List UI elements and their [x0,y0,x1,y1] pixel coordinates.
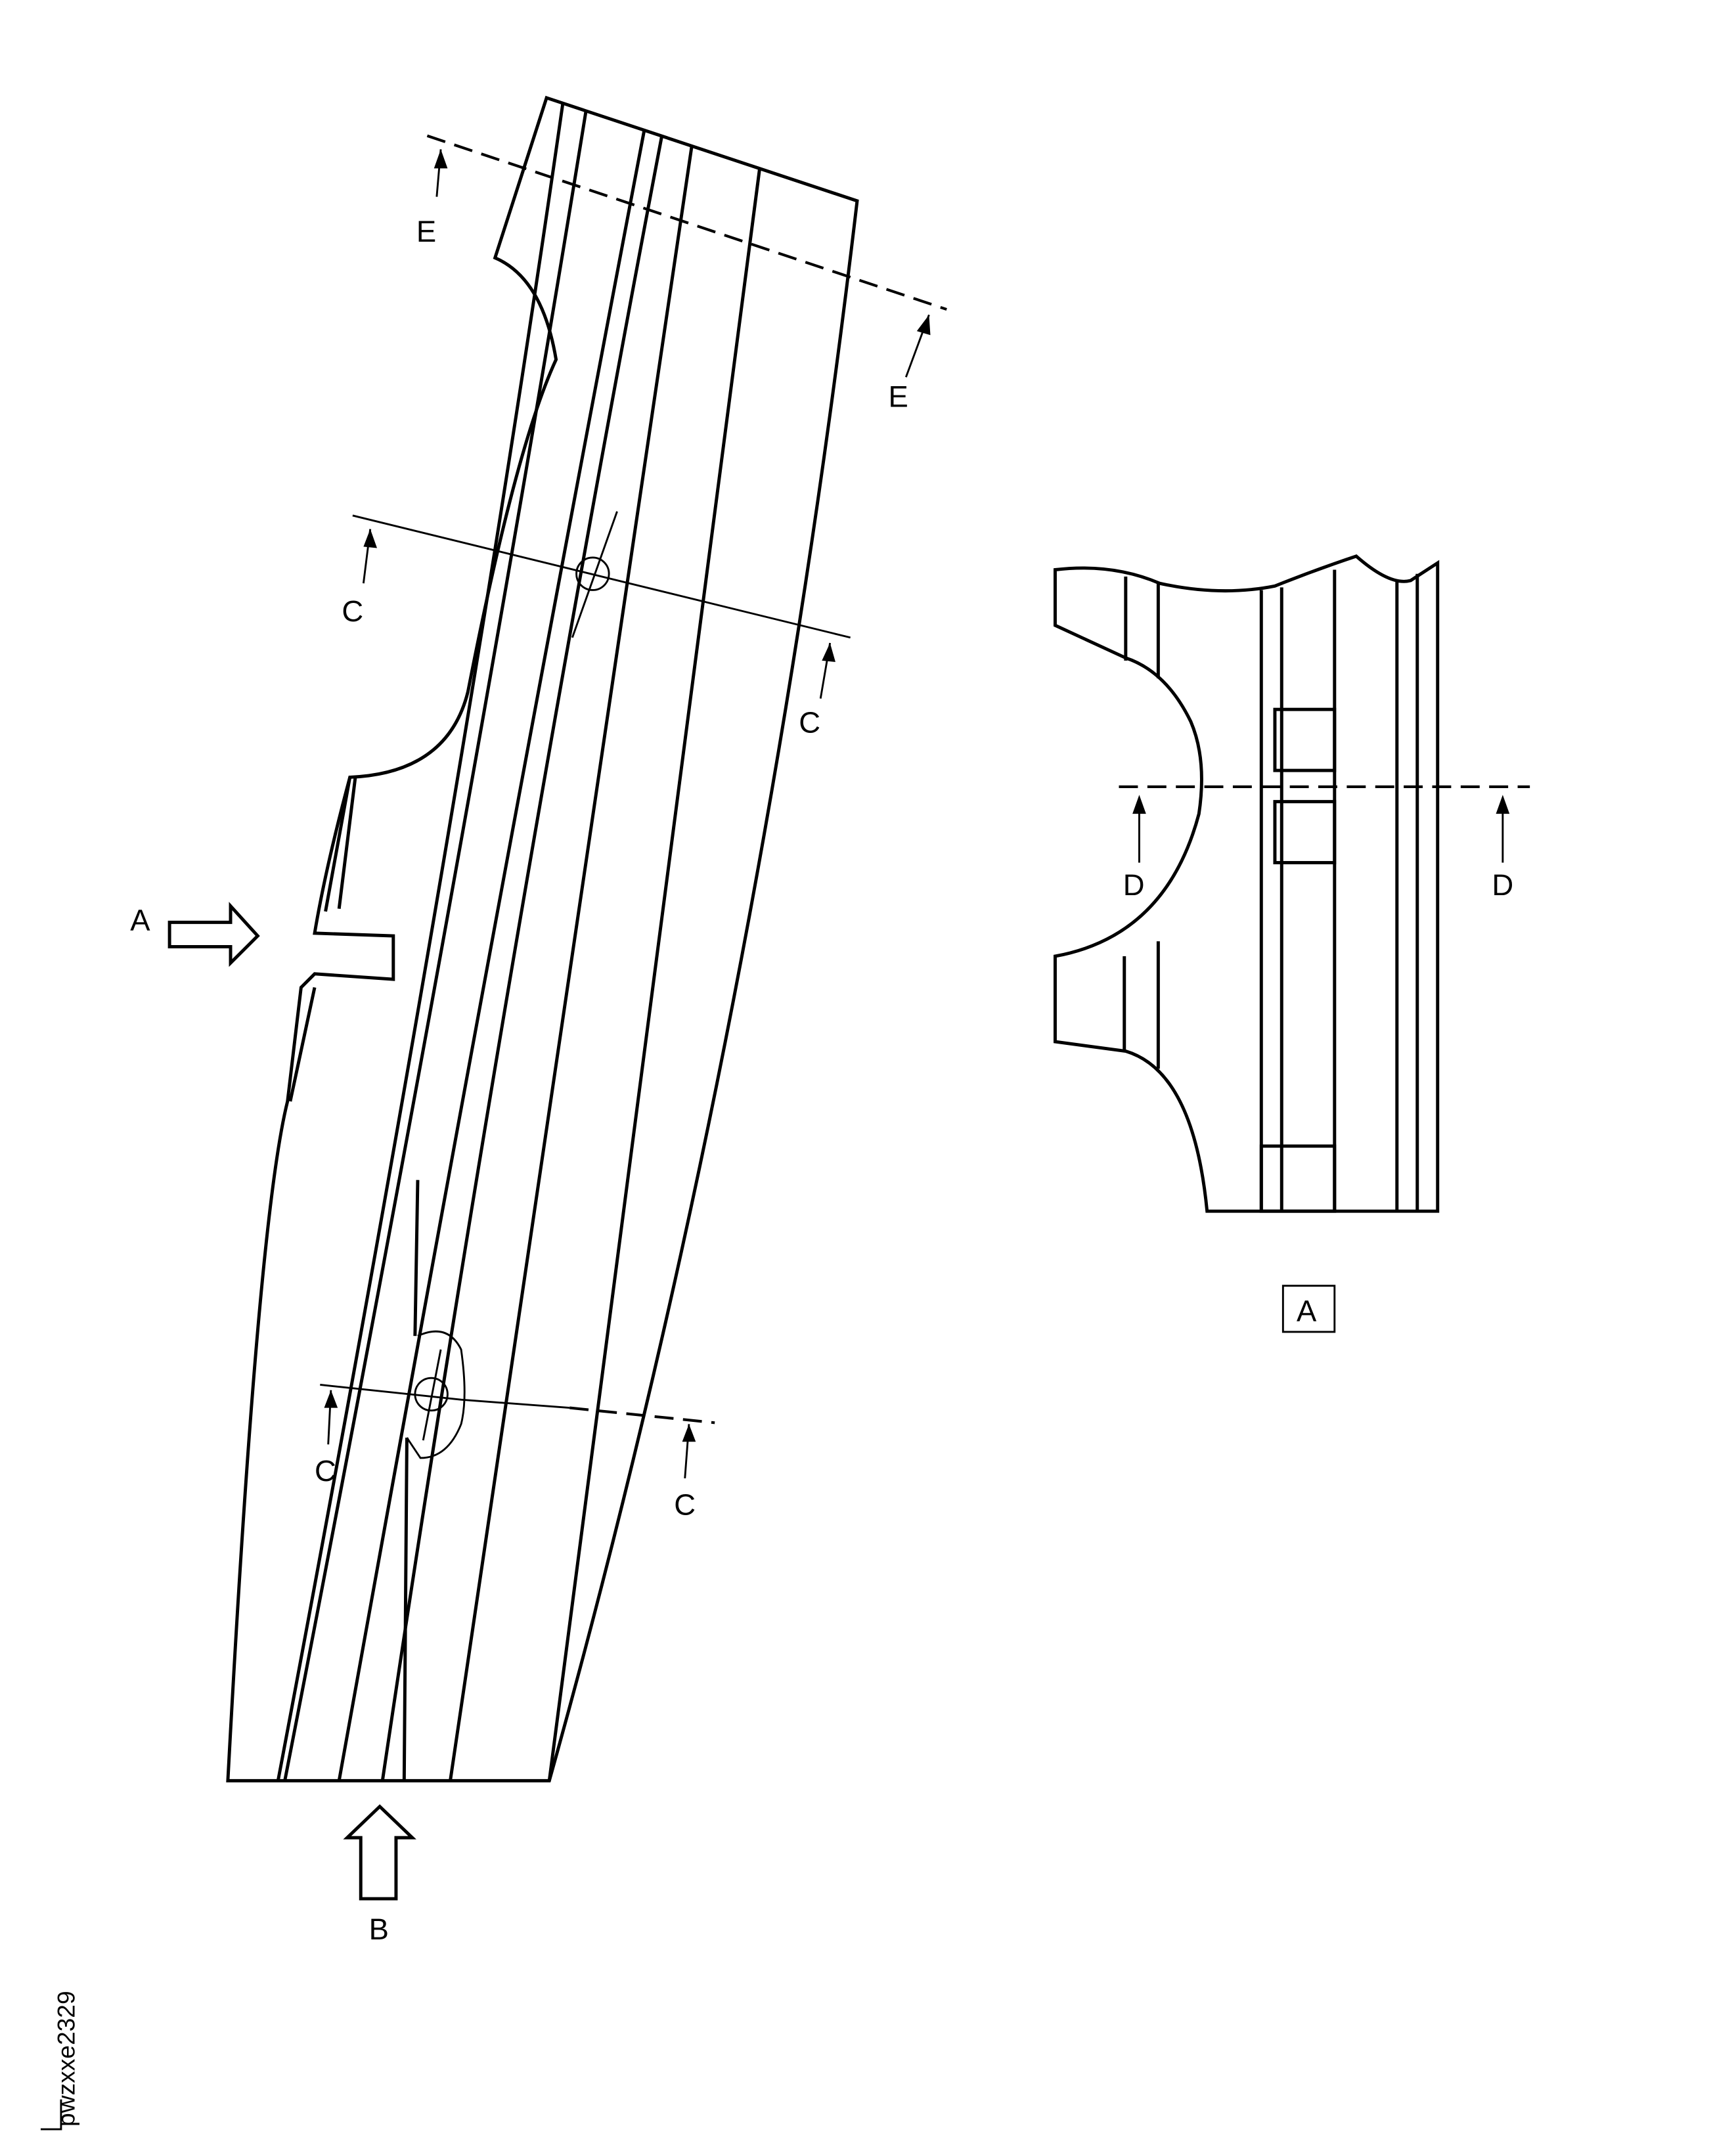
label-view-a: A [130,904,150,937]
label-view-b: B [369,1912,389,1946]
label-section-e-right: E [888,380,908,414]
section-line-e: E E [416,134,947,414]
label-section-e-left: E [416,215,436,248]
hole-c-upper [575,556,610,591]
figure-id: pwzxxe2329 [40,1991,80,2131]
section-line-c-upper: C C [342,514,851,739]
label-section-c-upper-left: C [342,594,363,628]
label-section-c-lower-left: C [315,1454,336,1488]
view-arrow-b: B [343,1804,416,1946]
label-section-d-right: D [1492,868,1513,902]
label-detail-a: A [1297,1294,1317,1327]
label-section-c-lower-right: C [674,1488,696,1522]
label-section-c-upper-right: C [799,705,820,739]
section-line-c-lower: C C [315,1384,715,1522]
cutout-outline [406,1330,466,1459]
curved-segment-main-view [226,95,859,1782]
detail-view-a: D D A [1053,554,1530,1333]
part-outline [226,95,859,1782]
detail-label-box [1281,1285,1336,1333]
view-arrow-a: A [130,902,260,967]
label-section-d-left: D [1123,868,1145,902]
figure-id-label: pwzxxe2329 [53,1991,80,2127]
